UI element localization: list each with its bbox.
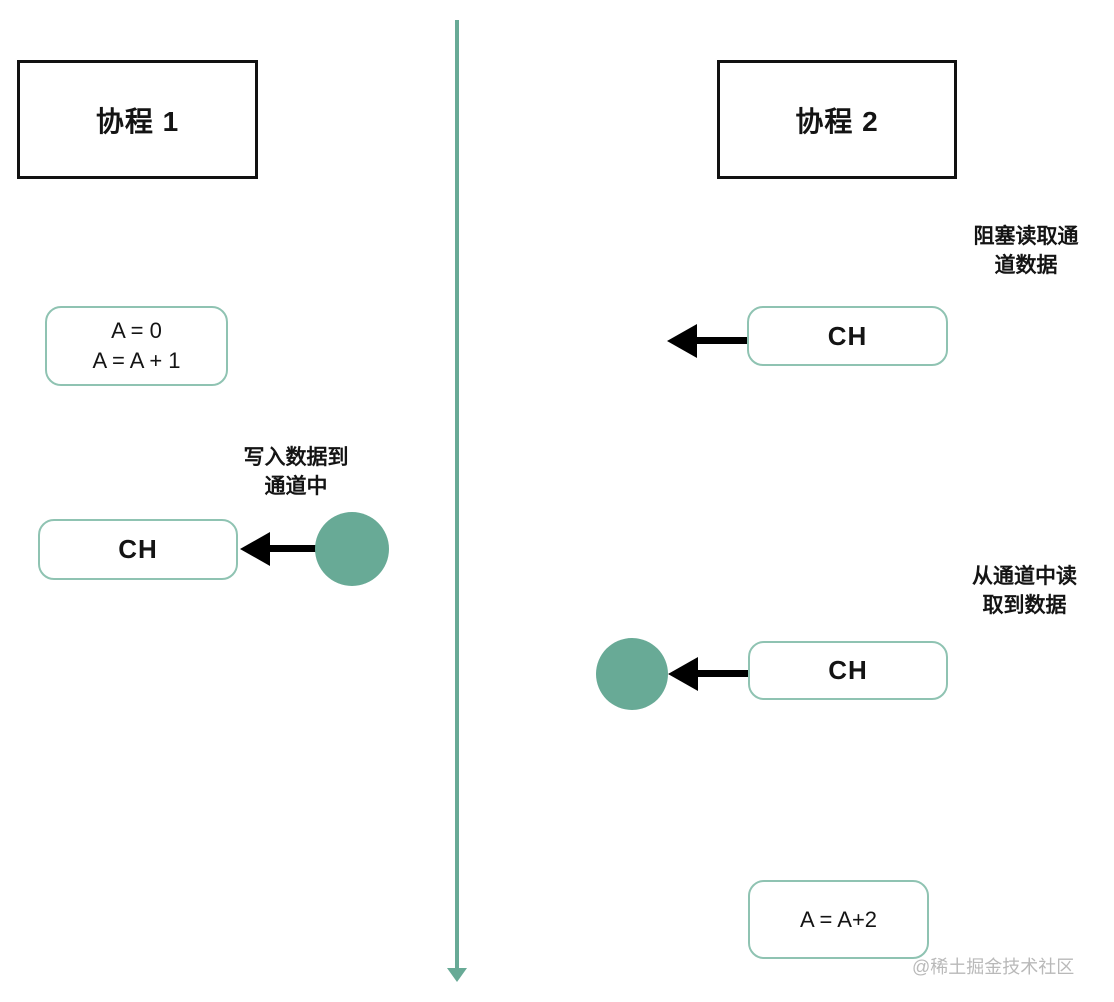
goroutine1-title: 协程 1 (95, 105, 180, 137)
code-line: A = A + 1 (92, 348, 181, 373)
channel-label: CH (827, 320, 868, 351)
block-read-note-line1: 阻塞读取通 (973, 225, 1079, 248)
block-read-note-line2: 道数据 (994, 254, 1058, 277)
timeline-line (455, 20, 459, 968)
channel-box-top-right: CH (747, 306, 948, 366)
write-arrow-head-icon (240, 532, 270, 566)
block-read-note: 阻塞读取通 道数据 (946, 222, 1106, 280)
code-line: A = A+2 (799, 906, 878, 932)
channel-box-left: CH (38, 519, 238, 580)
data-token-circle (315, 512, 389, 586)
deliver-arrow-shaft (695, 670, 749, 677)
timeline-arrowhead-icon (447, 968, 467, 982)
channel-label: CH (828, 655, 868, 685)
goroutine2-title: 协程 2 (795, 105, 879, 137)
channel-box-bottom-right: CH (748, 641, 948, 700)
write-note-line1: 写入数据到 (243, 446, 349, 469)
read-note-line2: 取到数据 (982, 594, 1067, 617)
goroutine1-title-box: 协程 1 (17, 60, 258, 179)
goroutine2-code-box: A = A+2 (748, 880, 929, 959)
deliver-arrow-head-icon (668, 657, 698, 691)
goroutine2-title-box: 协程 2 (717, 60, 957, 179)
read-note: 从通道中读 取到数据 (942, 562, 1107, 620)
read-arrow-shaft (694, 337, 749, 344)
read-note-line1: 从通道中读 (972, 565, 1077, 588)
write-note: 写入数据到 通道中 (214, 443, 378, 501)
write-note-line2: 通道中 (264, 475, 328, 498)
code-line: A = 0 (111, 318, 162, 343)
read-arrow-head-icon (667, 324, 697, 358)
write-arrow-shaft (267, 545, 319, 552)
watermark: @稀土掘金技术社区 (912, 957, 1075, 977)
channel-label: CH (118, 534, 158, 564)
goroutine1-code-box: A = 0 A = A + 1 (45, 306, 228, 386)
data-token-circle (596, 638, 668, 710)
